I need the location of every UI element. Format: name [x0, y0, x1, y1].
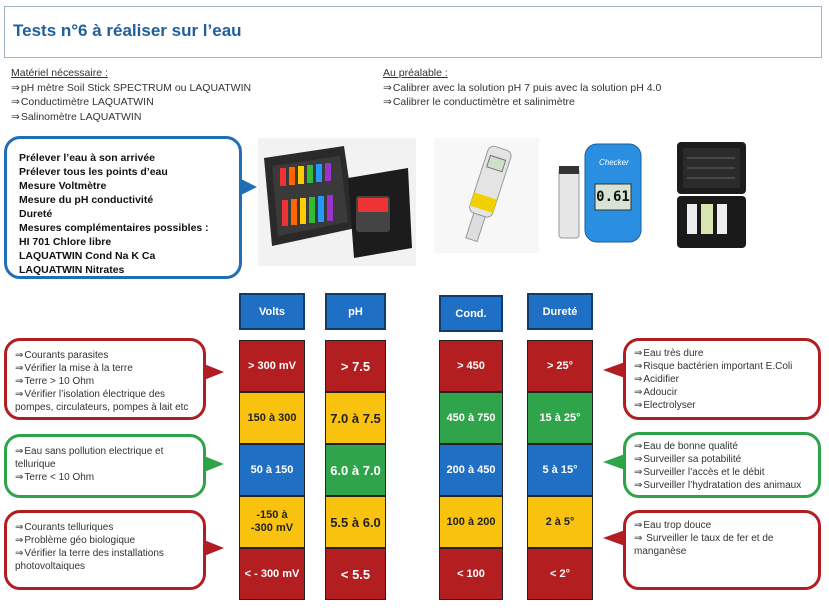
- cond-cell: 450 à 750: [439, 392, 503, 444]
- procedure-step: HI 701 Chlore libre: [19, 236, 112, 248]
- callout-line: Terre < 10 Ohm: [15, 471, 195, 484]
- probe-kit-photo: [258, 138, 416, 266]
- cond-cell: < 100: [439, 548, 503, 600]
- materiel-heading: Matériel nécessaire :: [11, 67, 108, 79]
- materiel-item: Conductimètre LAQUATWIN: [11, 95, 371, 110]
- callout-line: Eau sans pollution electrique et telluri…: [15, 445, 195, 471]
- callout-line: Surveiller sa potabilité: [634, 453, 810, 466]
- cond-cell: 100 à 200: [439, 496, 503, 548]
- volts-cell: -150 à -300 mV: [239, 496, 305, 548]
- right-callout-bottom: Eau trop douce Surveiller le taux de fer…: [623, 510, 821, 590]
- callout-line: Eau de bonne qualité: [634, 440, 810, 453]
- durete-cell: < 2°: [527, 548, 593, 600]
- cond-cell: > 450: [439, 340, 503, 392]
- callout-line: Problème géo biologique: [15, 534, 195, 547]
- procedure-step: Mesure Voltmètre: [19, 180, 107, 192]
- procedure-step: LAQUATWIN Cond Na K Ca: [19, 250, 156, 262]
- callout-line: Surveiller l’hydratation des animaux: [634, 479, 810, 492]
- callout-line: Terre > 10 Ohm: [15, 375, 195, 388]
- materiel-item: Salinomètre LAQUATWIN: [11, 110, 371, 125]
- procedure-step: Prélever tous les points d’eau: [19, 166, 168, 178]
- ph-cell: > 7.5: [325, 340, 386, 392]
- checker-screen-value: 0.61: [596, 189, 630, 205]
- right-callout-middle: Eau de bonne qualité Surveiller sa potab…: [623, 432, 821, 498]
- checker-brand: Checker: [599, 158, 629, 167]
- materiel-section: Matériel nécessaire : pH mètre Soil Stic…: [11, 66, 371, 124]
- callout-line: Adoucir: [634, 386, 810, 399]
- callout-line: Acidifier: [634, 373, 810, 386]
- durete-cell: 5 à 15°: [527, 444, 593, 496]
- prealable-item: Calibrer le conductimètre et salinimètre: [383, 95, 813, 110]
- durete-cell: 2 à 5°: [527, 496, 593, 548]
- cond-cell: 200 à 450: [439, 444, 503, 496]
- ph-pen-photo: [434, 138, 539, 253]
- durete-cell: 15 à 25°: [527, 392, 593, 444]
- procedure-step: Dureté: [19, 208, 53, 220]
- callout-pointer: [603, 454, 625, 470]
- right-callout-top: Eau très dure Risque bactérien important…: [623, 338, 821, 420]
- callout-line: Vérifier la mise à la terre: [15, 362, 195, 375]
- checker-meter-photo: 0.61 Checker: [555, 138, 645, 248]
- callout-line: Courants telluriques: [15, 521, 195, 534]
- procedure-step: Mesure du pH conductivité: [19, 194, 154, 206]
- callout-pointer: [603, 362, 625, 378]
- test-case-photo: [673, 138, 750, 254]
- procedure-step: LAQUATWIN Nitrates: [19, 264, 125, 276]
- volts-cell: 50 à 150: [239, 444, 305, 496]
- procedure-callout: Prélever l’eau à son arrivée Prélever to…: [4, 136, 242, 279]
- callout-pointer: [603, 530, 625, 546]
- durete-cell: > 25°: [527, 340, 593, 392]
- prealable-section: Au préalable : Calibrer avec la solution…: [383, 66, 813, 110]
- volts-cell: < - 300 mV: [239, 548, 305, 600]
- header-volts: Volts: [239, 293, 305, 330]
- left-callout-top: Courants parasites Vérifier la mise à la…: [4, 338, 206, 420]
- callout-pointer: [239, 178, 257, 196]
- left-callout-middle: Eau sans pollution electrique et telluri…: [4, 434, 206, 498]
- callout-line: Courants parasites: [15, 349, 195, 362]
- left-callout-bottom: Courants telluriques Problème géo biolog…: [4, 510, 206, 590]
- ph-cell: 5.5 à 6.0: [325, 496, 386, 548]
- page-title: Tests n°6 à réaliser sur l’eau: [13, 21, 242, 40]
- callout-line: Eau trop douce: [634, 519, 810, 532]
- callout-pointer: [204, 364, 224, 380]
- header-ph: pH: [325, 293, 386, 330]
- volts-cell: 150 à 300: [239, 392, 305, 444]
- callout-line: Risque bactérien important E.Coli: [634, 360, 810, 373]
- callout-line: Surveiller l’accès et le débit: [634, 466, 810, 479]
- procedure-step: Mesures complémentaires possibles :: [19, 222, 209, 234]
- ph-cell: 6.0 à 7.0: [325, 444, 386, 496]
- callout-pointer: [204, 456, 224, 472]
- callout-line: Eau très dure: [634, 347, 810, 360]
- title-box: Tests n°6 à réaliser sur l’eau: [4, 6, 822, 58]
- prealable-item: Calibrer avec la solution pH 7 puis avec…: [383, 81, 813, 96]
- callout-line: Vérifier la terre des installations phot…: [15, 547, 195, 573]
- header-cond: Cond.: [439, 295, 503, 332]
- prealable-heading: Au préalable :: [383, 67, 448, 79]
- header-durete: Dureté: [527, 293, 593, 330]
- callout-line: Vérifier l’isolation électrique des pomp…: [15, 388, 195, 414]
- ph-cell: < 5.5: [325, 548, 386, 600]
- callout-line: Surveiller le taux de fer et de manganès…: [634, 532, 810, 558]
- callout-line: Electrolyser: [634, 399, 810, 412]
- procedure-step: Prélever l’eau à son arrivée: [19, 152, 156, 164]
- callout-pointer: [204, 540, 224, 556]
- ph-cell: 7.0 à 7.5: [325, 392, 386, 444]
- volts-cell: > 300 mV: [239, 340, 305, 392]
- materiel-item: pH mètre Soil Stick SPECTRUM ou LAQUATWI…: [11, 81, 371, 96]
